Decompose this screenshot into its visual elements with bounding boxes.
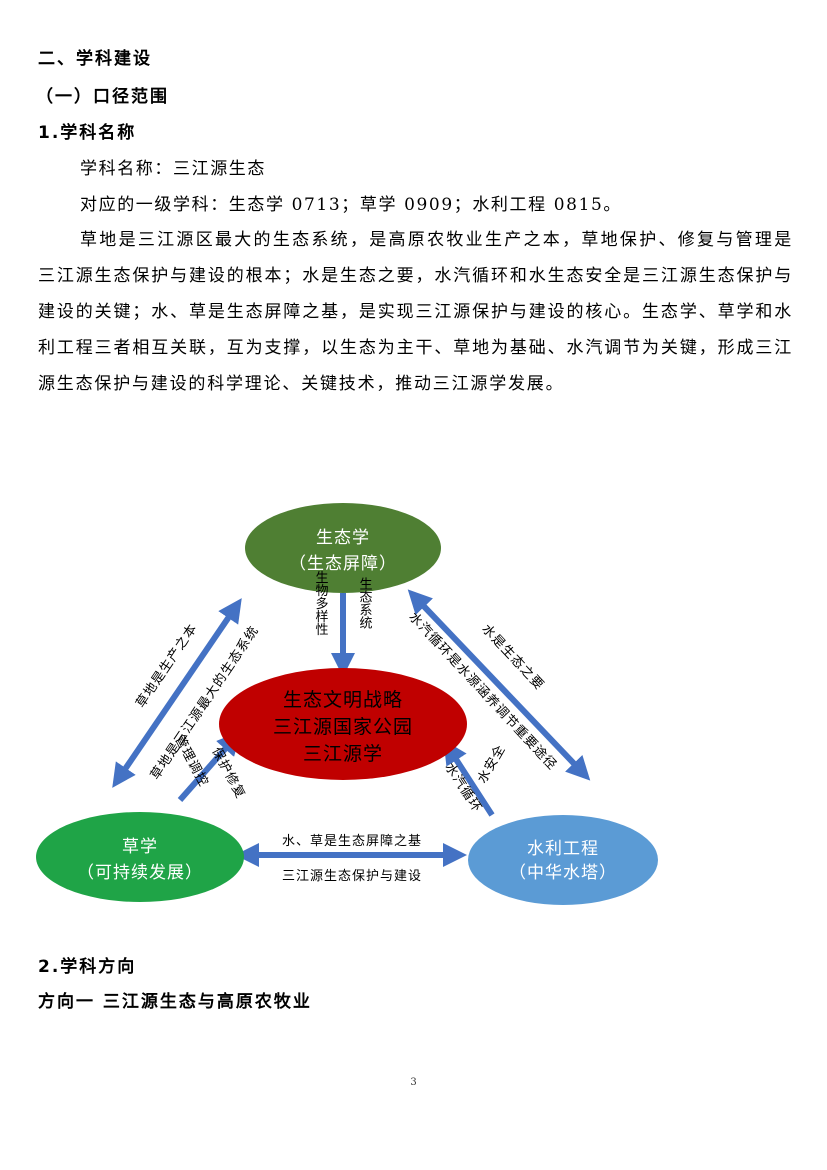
- bottom-top-label: 水、草是生态屏障之基: [282, 834, 422, 849]
- water-conservancy-node-title: 水利工程: [527, 839, 599, 859]
- center-node-line3: 三江源学: [303, 743, 383, 765]
- ecosystem-label: 生态系统: [357, 577, 373, 630]
- ecology-node: [245, 503, 441, 593]
- direction-one-heading: 方向一 三江源生态与高原农牧业: [38, 992, 312, 1012]
- left-management-label: 管理调控: [171, 733, 211, 790]
- grassland-node-subtitle: （可持续发展）: [77, 863, 203, 883]
- left-inner-up-arrow: [177, 731, 241, 802]
- right-outer-double-arrow: [407, 589, 591, 781]
- item-heading-discipline-direction: 2.学科方向: [38, 957, 137, 977]
- biodiversity-label: 生物多样性: [313, 571, 329, 636]
- body-paragraph: 草地是三江源区最大的生态系统，是高原农牧业生产之本，草地保护、修复与管理是三江源…: [38, 230, 793, 394]
- grassland-node-title: 草学: [122, 837, 158, 857]
- right-outer-label: 水是生态之要: [478, 622, 546, 694]
- discipline-relationship-diagram: 生态学 （生态屏障） 生态文明战略 三江源国家公园 三江源学 草学 （可持续发展…: [36, 503, 658, 905]
- center-node-line1: 生态文明战略: [283, 689, 403, 711]
- right-inner-up-arrow: [443, 739, 495, 817]
- grassland-node: [36, 812, 244, 902]
- discipline-name-line: 学科名称：三江源生态: [80, 159, 266, 179]
- section-heading: 二、学科建设: [38, 49, 152, 69]
- ecology-node-title: 生态学: [316, 528, 370, 548]
- center-node: [219, 668, 467, 780]
- subsection-heading: （一）口径范围: [36, 87, 169, 107]
- page-number: 3: [410, 1077, 417, 1088]
- item-heading-discipline-name: 1.学科名称: [38, 123, 137, 143]
- left-outer-double-arrow: [112, 598, 242, 788]
- ecology-node-subtitle: （生态屏障）: [289, 554, 397, 574]
- water-conservancy-node: [468, 815, 658, 905]
- bottom-bottom-label: 三江源生态保护与建设: [282, 869, 422, 884]
- water-conservancy-node-subtitle: （中华水塔）: [509, 863, 617, 883]
- center-node-line2: 三江源国家公园: [273, 716, 413, 738]
- right-safety-label: 水安全: [474, 742, 509, 786]
- left-outer-label: 草地是生产之本: [133, 621, 200, 711]
- first-level-discipline-line: 对应的一级学科：生态学 0713；草学 0909；水利工程 0815。: [80, 195, 623, 215]
